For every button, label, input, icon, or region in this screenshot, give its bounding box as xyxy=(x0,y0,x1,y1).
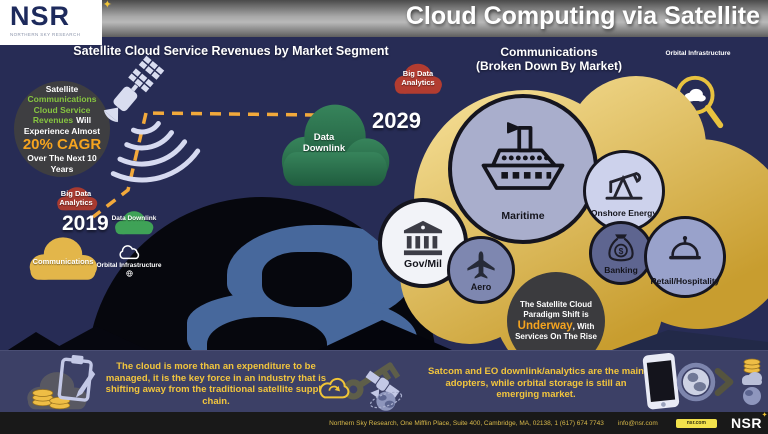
right-heading-line1: Communications xyxy=(500,45,598,59)
big-data-analytics-cloud-2029 xyxy=(394,63,442,94)
bubble-line: Years xyxy=(50,163,74,174)
ship-icon xyxy=(481,122,565,190)
small-satellite-icon xyxy=(365,370,400,399)
communications-cloud-2019 xyxy=(29,237,98,280)
clipboard-pencil-icon xyxy=(57,354,96,402)
globe-icon xyxy=(125,270,133,277)
gov-mil-circle: Gov/Mil xyxy=(378,198,468,288)
onshore-energy-label: Onshore Energy xyxy=(590,207,658,218)
data-downlink-label-2019: Data Downlink xyxy=(111,215,157,222)
signal-waves-icon xyxy=(110,121,201,183)
smartphone-icon xyxy=(642,353,680,410)
data-downlink-cloud-2019 xyxy=(115,211,154,235)
data-downlink-label-2029: Data Downlink xyxy=(302,132,346,155)
cagr-bubble: Satellite Communications Cloud Service R… xyxy=(14,81,110,177)
year-2019: 2019 xyxy=(62,212,109,235)
service-bell-icon xyxy=(669,236,701,260)
communications-label-2019: Communications xyxy=(32,257,94,266)
nsr-logo: NSR ✦ NORTHERN SKY RESEARCH xyxy=(0,0,112,45)
globe-magnifier-icon xyxy=(676,362,716,402)
money-bag-icon: $ xyxy=(608,234,634,262)
year-2029: 2029 xyxy=(372,108,421,133)
cloud-coins-globe-icon xyxy=(742,358,762,405)
cloud-icon xyxy=(684,88,706,102)
maritime-circle: Maritime xyxy=(448,94,598,244)
orbit-globe-icon xyxy=(369,391,403,411)
oil-pump-icon xyxy=(605,172,643,200)
cloud-sync-icon xyxy=(319,377,350,399)
page-title: Cloud Computing via Satellite xyxy=(405,2,760,30)
nsr-logo-text: NSR xyxy=(10,1,71,31)
header-bar xyxy=(0,0,768,37)
star-icon: ✦ xyxy=(761,412,768,419)
bubble-line: Over The Next 10 xyxy=(27,153,97,164)
banking-label: Banking xyxy=(604,264,638,275)
footer-address: Northern Sky Research, One Mifflin Place… xyxy=(329,419,604,427)
orbital-infrastructure-cloud-2019 xyxy=(119,245,140,260)
svg-text:$: $ xyxy=(619,246,624,256)
right-section-heading: Communications (Broken Down By Market) xyxy=(458,45,640,73)
footer-nsr-logo: NSR✦ xyxy=(730,412,768,431)
mountain-silhouettes xyxy=(8,320,768,350)
right-heading-line2: (Broken Down By Market) xyxy=(475,59,623,73)
retail-hospitality-circle: Retail/Hospitality xyxy=(644,216,726,298)
bubble-line: Experience Almost xyxy=(23,125,101,136)
bubble-line: Cloud Service xyxy=(33,104,91,115)
gov-mil-label: Gov/Mil xyxy=(404,258,442,271)
cagr-value: 20% CAGR xyxy=(22,136,102,154)
airplane-icon xyxy=(467,251,495,279)
government-building-icon xyxy=(403,220,443,256)
data-downlink-cloud-2029 xyxy=(281,104,390,186)
footer-website-button[interactable]: nsr.com xyxy=(675,418,717,428)
retail-hospitality-label: Retail/Hospitality xyxy=(650,275,720,286)
left-section-heading: Satellite Cloud Service Revenues by Mark… xyxy=(73,44,389,58)
takeaway-message-1: The cloud is more than an expenditure to… xyxy=(105,361,327,407)
orbital-infrastructure-label-2019: Orbital Infrastructure xyxy=(96,262,162,279)
big-data-analytics-label-2029: Big Data Analytics xyxy=(401,69,435,87)
aero-circle: Aero xyxy=(447,236,515,304)
bubble-line: Communications xyxy=(27,94,97,105)
takeaway-message-2: Satcom and EO downlink/analytics are the… xyxy=(428,366,644,400)
orbital-infrastructure-label: Orbital Infrastructure xyxy=(665,50,731,57)
footer-bar: Northern Sky Research, One Mifflin Place… xyxy=(0,412,768,434)
satellite-icon xyxy=(103,54,167,123)
star-icon: ✦ xyxy=(102,0,112,11)
big-data-analytics-cloud-2019 xyxy=(57,187,98,211)
maritime-label: Maritime xyxy=(501,210,545,223)
bubble-line: Satellite xyxy=(45,83,79,94)
footer-email[interactable]: info@nsr.com xyxy=(617,419,658,427)
aero-label: Aero xyxy=(470,282,492,293)
chevron-right-icon xyxy=(714,368,734,396)
nsr-logo-subtitle: NORTHERN SKY RESEARCH xyxy=(10,32,81,37)
underway-highlight: Underway xyxy=(517,319,573,332)
big-data-analytics-label-2019: Big Data Analytics xyxy=(59,189,93,207)
onshore-energy-circle: Onshore Energy xyxy=(583,150,665,232)
